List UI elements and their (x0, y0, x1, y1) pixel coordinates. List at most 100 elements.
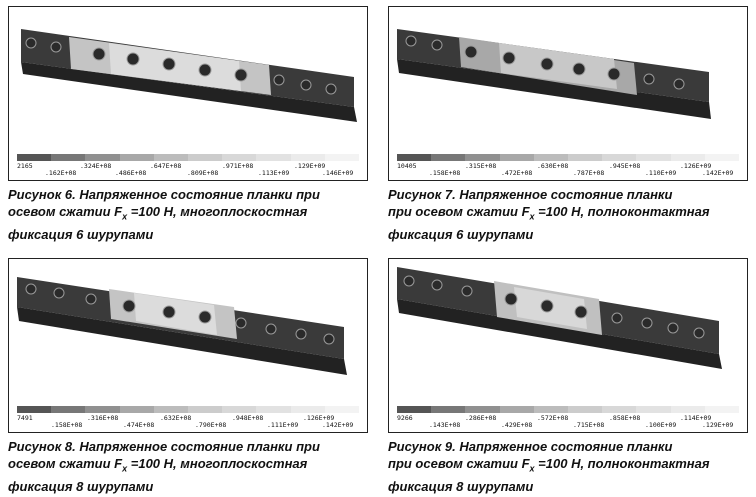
caption-line: Рисунок 8. Напряженное состояние планки … (8, 439, 320, 454)
legend-color-swatch (704, 406, 740, 413)
legend-color-swatch (568, 154, 603, 161)
legend-tick: .142E+09 (322, 421, 354, 429)
legend-color-bar (17, 406, 360, 413)
legend-color-swatch (119, 406, 154, 413)
legend-tick: .486E+08 (115, 169, 147, 177)
legend-color-swatch (324, 154, 360, 161)
caption-line: Рисунок 6. Напряженное состояние планки … (8, 187, 320, 202)
legend-color-swatch (290, 154, 325, 161)
legend-color-swatch (670, 406, 705, 413)
stress-legend-fig9: 9266 .286E+08 .572E+08 .858E+08 .114E+09… (397, 406, 740, 429)
legend-tick: .315E+08 (465, 162, 497, 170)
legend-color-swatch (602, 406, 637, 413)
legend-tick: .129E+09 (294, 162, 326, 170)
caption-line: фиксация 8 шурупами (388, 478, 534, 494)
figure-8-panel: 7491 .316E+08 .632E+08 .948E+08 .126E+09… (8, 258, 368, 433)
caption-line: осевом сжатии Fx =100 Н, многоплоскостна… (8, 204, 308, 222)
legend-color-swatch (602, 154, 637, 161)
stress-legend-fig7: 10405 .315E+08 .630E+08 .945E+08 .126E+0… (397, 154, 740, 177)
legend-color-swatch (465, 406, 500, 413)
figure-7-caption: Рисунок 7. Напряженное состояние планки … (388, 186, 748, 243)
legend-tick: .630E+08 (537, 162, 569, 170)
legend-color-swatch (222, 154, 257, 161)
legend-tick: .809E+08 (187, 169, 219, 177)
legend-color-swatch (188, 406, 223, 413)
stress-legend-fig6: 2165 .324E+08 .647E+08 .971E+08 .129E+09… (17, 154, 360, 177)
legend-tick: .324E+08 (80, 162, 112, 170)
legend-color-swatch (533, 154, 569, 161)
legend-tick: .126E+09 (303, 414, 335, 422)
legend-color-swatch (568, 406, 603, 413)
legend-tick: .110E+09 (645, 169, 677, 177)
legend-color-swatch (499, 154, 534, 161)
caption-line: фиксация 8 шурупами (8, 478, 154, 494)
figure-8-caption: Рисунок 8. Напряженное состояние планки … (8, 438, 368, 495)
figure-6-caption: Рисунок 6. Напряженное состояние планки … (8, 186, 368, 243)
legend-color-swatch (431, 406, 466, 413)
legend-color-swatch (499, 406, 534, 413)
legend-color-swatch (153, 406, 189, 413)
caption-line: осевом сжатии Fx =100 Н, многоплоскостна… (8, 456, 308, 474)
legend-color-swatch (397, 154, 432, 161)
legend-tick: .143E+08 (429, 421, 461, 429)
legend-color-swatch (256, 406, 291, 413)
legend-tick: .858E+08 (609, 414, 641, 422)
legend-color-swatch (324, 406, 360, 413)
legend-tick: .158E+08 (429, 169, 461, 177)
legend-color-bar (17, 154, 360, 161)
caption-line: фиксация 6 шурупами (388, 226, 534, 242)
legend-tick: .146E+09 (322, 169, 354, 177)
legend-color-swatch (85, 406, 120, 413)
legend-color-swatch (17, 154, 52, 161)
legend-tick: .126E+09 (680, 162, 712, 170)
legend-color-swatch (51, 406, 86, 413)
legend-tick: .111E+09 (267, 421, 299, 429)
legend-tick: .429E+08 (501, 421, 533, 429)
legend-color-swatch (222, 406, 257, 413)
legend-tick: .142E+09 (702, 169, 734, 177)
legend-tick: 2165 (17, 162, 33, 170)
legend-tick: .472E+08 (501, 169, 533, 177)
legend-tick: .790E+08 (195, 421, 227, 429)
legend-tick: .787E+08 (573, 169, 605, 177)
figure-6-panel: 2165 .324E+08 .647E+08 .971E+08 .129E+09… (8, 6, 368, 181)
legend-tick: .286E+08 (465, 414, 497, 422)
legend-tick: 10405 (397, 162, 417, 170)
legend-tick: .474E+08 (123, 421, 155, 429)
legend-color-swatch (153, 154, 189, 161)
legend-color-swatch (533, 406, 569, 413)
caption-line: Рисунок 7. Напряженное состояние планки (388, 187, 673, 202)
legend-tick: .715E+08 (573, 421, 605, 429)
legend-color-swatch (51, 154, 86, 161)
legend-tick: .114E+09 (680, 414, 712, 422)
caption-line: при осевом сжатии Fx =100 Н, полноконтак… (388, 456, 710, 474)
legend-color-swatch (397, 406, 432, 413)
legend-tick: .632E+08 (160, 414, 192, 422)
legend-tick: .945E+08 (609, 162, 641, 170)
legend-tick: .158E+08 (51, 421, 83, 429)
legend-tick: 7491 (17, 414, 33, 422)
legend-color-swatch (431, 154, 466, 161)
legend-color-swatch (119, 154, 154, 161)
caption-line: фиксация 6 шурупами (8, 226, 154, 242)
legend-tick: .971E+08 (222, 162, 254, 170)
legend-tick: .100E+09 (645, 421, 677, 429)
stress-legend-fig8: 7491 .316E+08 .632E+08 .948E+08 .126E+09… (17, 406, 360, 429)
legend-color-swatch (290, 406, 325, 413)
legend-tick: .647E+08 (150, 162, 182, 170)
caption-line: при осевом сжатии Fx =100 Н, полноконтак… (388, 204, 710, 222)
plank-model-fig7 (397, 29, 711, 119)
legend-tick: .162E+08 (45, 169, 77, 177)
legend-color-swatch (85, 154, 120, 161)
legend-tick: .572E+08 (537, 414, 569, 422)
figure-9-panel: 9266 .286E+08 .572E+08 .858E+08 .114E+09… (388, 258, 748, 433)
plank-model-fig8 (17, 277, 347, 375)
legend-color-swatch (256, 154, 291, 161)
plank-model-fig9 (397, 267, 722, 369)
legend-tick: .129E+09 (702, 421, 734, 429)
legend-tick: .948E+08 (232, 414, 264, 422)
figure-9-caption: Рисунок 9. Напряженное состояние планки … (388, 438, 748, 495)
legend-tick: .316E+08 (87, 414, 119, 422)
legend-color-swatch (670, 154, 705, 161)
legend-color-swatch (636, 154, 671, 161)
